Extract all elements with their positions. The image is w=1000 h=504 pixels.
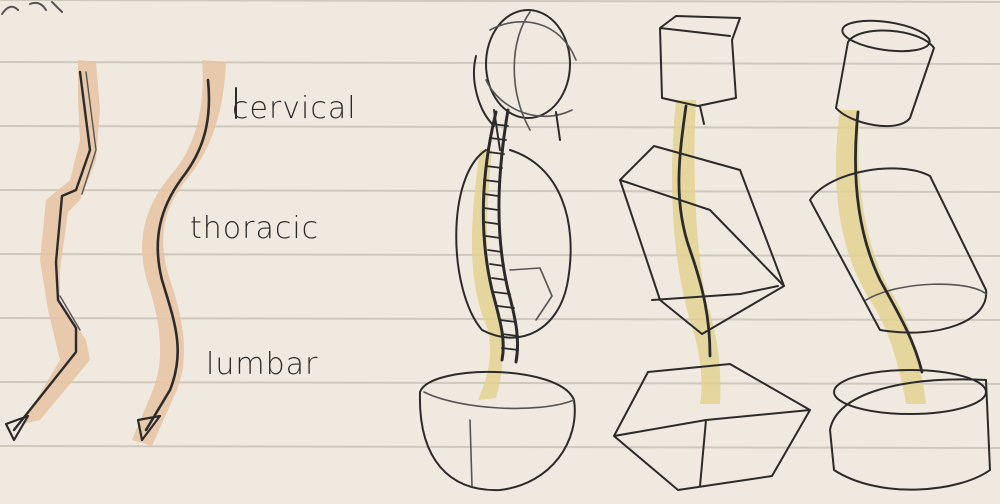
pelvis-detail	[424, 392, 574, 486]
spine-shadow	[472, 150, 502, 400]
spine-shadow	[672, 100, 720, 404]
rule-line	[0, 62, 1000, 64]
label-cervical: cervical	[232, 91, 357, 126]
rule-line	[0, 446, 1000, 448]
rule-line	[0, 0, 1000, 2]
spine-highlight	[132, 60, 226, 446]
spine-sketch-curved	[132, 60, 226, 446]
label-thoracic: thoracic	[190, 211, 319, 246]
ribcage-detail	[510, 268, 552, 320]
rule-line	[0, 382, 1000, 384]
figure-box-forms	[614, 16, 810, 490]
figure-ribcage-spine	[420, 10, 576, 490]
top-scribble	[2, 2, 62, 14]
head-box	[660, 16, 740, 124]
figure-cylinder-forms	[810, 16, 990, 490]
label-lumbar: lumbar	[206, 347, 318, 382]
head-construction	[486, 12, 576, 130]
spine-shadow	[836, 110, 926, 404]
